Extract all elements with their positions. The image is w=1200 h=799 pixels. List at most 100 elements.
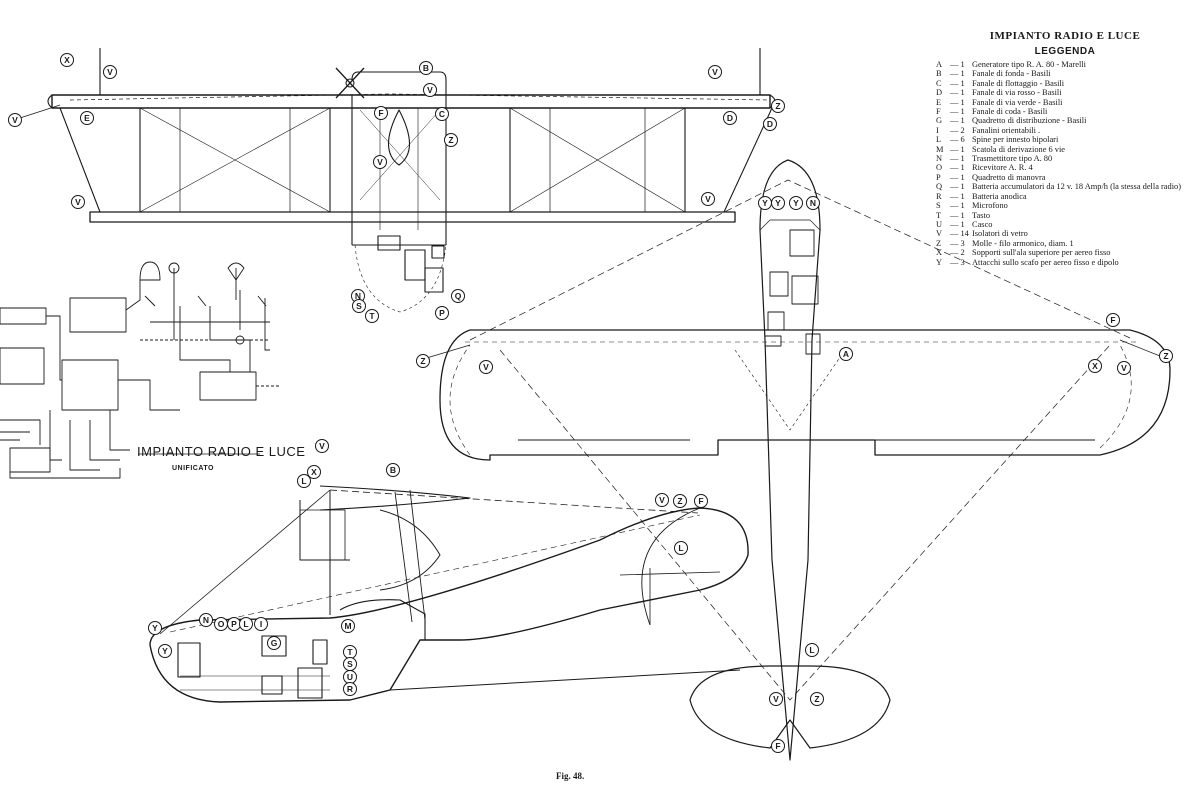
callout-p: P: [435, 306, 449, 320]
legend-desc: Fanale di fonda - Basili: [972, 69, 1051, 79]
legend-desc: Microfono: [972, 201, 1008, 211]
callout-label: L: [678, 543, 683, 553]
legend-desc: Batteria accumulatori da 12 v. 18 Amp/h …: [972, 182, 1181, 192]
callout-label: P: [439, 308, 445, 318]
legend-code: Q: [936, 182, 943, 192]
callout-label: Z: [677, 496, 682, 506]
callout-l: L: [239, 617, 253, 631]
callout-label: F: [1110, 315, 1115, 325]
legend-desc: Trasmettitore tipo A. 80: [972, 154, 1053, 164]
callout-f: F: [374, 106, 388, 120]
legend-code: N: [936, 154, 943, 164]
callout-label: F: [378, 108, 383, 118]
callout-label: S: [356, 301, 362, 311]
callout-label: X: [1092, 361, 1098, 371]
callout-label: V: [12, 115, 18, 125]
callout-v: V: [373, 155, 387, 169]
callout-label: E: [84, 113, 90, 123]
callout-v: V: [103, 65, 117, 79]
legend-desc: Generatore tipo R. A. 80 - Marelli: [972, 60, 1086, 69]
legend-qty: — 1: [950, 116, 965, 126]
legend-code: G: [936, 116, 943, 126]
callout-e: E: [80, 111, 94, 125]
callout-s: S: [343, 657, 357, 671]
legend-code: T: [936, 210, 942, 220]
legend-code: P: [936, 172, 941, 182]
callout-x: X: [60, 53, 74, 67]
legend-code: I: [936, 125, 939, 135]
legend-desc: Isolatori di vetro: [972, 229, 1028, 239]
callout-label: T: [369, 311, 375, 321]
callout-z: Z: [1159, 349, 1173, 363]
callout-z: Z: [810, 692, 824, 706]
legend-code: Z: [936, 238, 942, 248]
callout-label: N: [810, 198, 816, 208]
callout-label: S: [347, 659, 353, 669]
legend-code: C: [936, 78, 942, 88]
wiring-schematic: [0, 261, 280, 479]
callout-label: X: [311, 467, 317, 477]
callout-label: C: [439, 109, 445, 119]
callout-label: B: [390, 465, 396, 475]
callout-label: Y: [775, 198, 781, 208]
callout-z: Z: [771, 99, 785, 113]
callout-u: U: [343, 670, 357, 684]
callout-g: G: [267, 636, 281, 650]
legend-row: Q — 1 Batteria accumulatori da 12 v. 18 Am…: [936, 182, 1194, 191]
callout-v: V: [423, 83, 437, 97]
legend-row: N — 1 Trasmettitore tipo A. 80: [936, 154, 1194, 163]
callout-label: V: [319, 441, 325, 451]
callout-label: Y: [152, 623, 158, 633]
callout-label: I: [260, 619, 262, 629]
callout-label: V: [705, 194, 711, 204]
side-view: [149, 485, 749, 703]
callout-v: V: [71, 195, 85, 209]
callout-y: Y: [148, 621, 162, 635]
callout-v: V: [315, 439, 329, 453]
callout-label: Z: [775, 101, 780, 111]
legend-subtitle: LEGGENDA: [1034, 46, 1096, 57]
callout-f: F: [771, 739, 785, 753]
callout-l: L: [297, 474, 311, 488]
callout-l: L: [805, 643, 819, 657]
callout-label: Z: [448, 135, 453, 145]
legend-qty: — 1: [950, 191, 965, 201]
callout-f: F: [1106, 313, 1120, 327]
callout-label: M: [344, 621, 351, 631]
legend-desc: Quadretto di manovra: [972, 172, 1046, 182]
legend-code: O: [936, 163, 943, 173]
callout-p: P: [227, 617, 241, 631]
legend-qty: — 1: [950, 182, 965, 192]
legend-code: D: [936, 88, 943, 98]
legend-qty: — 1: [950, 154, 965, 164]
legend-qty: — 14: [950, 229, 969, 239]
callout-label: X: [64, 55, 70, 65]
callout-label: U: [347, 672, 353, 682]
callout-label: F: [775, 741, 780, 751]
callout-l: L: [674, 541, 688, 555]
callout-label: V: [659, 495, 665, 505]
legend-code: E: [936, 97, 942, 107]
callout-i: I: [254, 617, 268, 631]
legend-qty: — 1: [950, 97, 965, 107]
legend-desc: Fanale di via rosso - Basili: [972, 88, 1062, 98]
figure-caption: Fig. 48.: [556, 771, 585, 781]
callout-label: T: [347, 647, 353, 657]
callout-v: V: [701, 192, 715, 206]
legend-qty: — 1: [950, 163, 965, 173]
callout-y: Y: [758, 196, 772, 210]
schematic-title: IMPIANTO RADIO E LUCE: [137, 444, 306, 459]
legend-qty: — 1: [950, 201, 965, 211]
callout-c: C: [435, 107, 449, 121]
callout-label: N: [203, 615, 209, 625]
